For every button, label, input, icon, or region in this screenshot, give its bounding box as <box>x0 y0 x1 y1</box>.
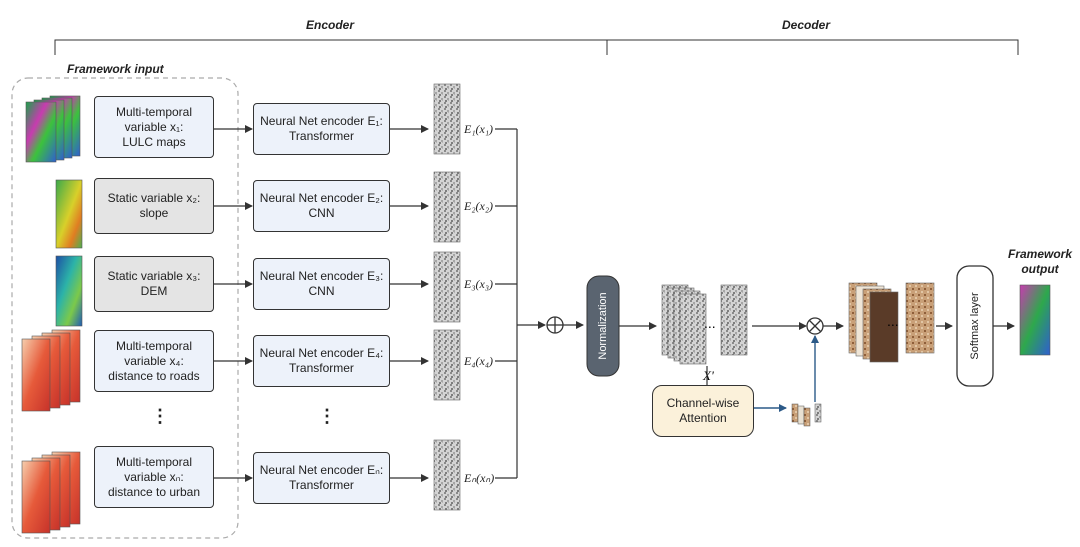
input-ellipsis: ⋮ <box>151 406 169 426</box>
encoder-bracket <box>54 39 608 55</box>
weighted-feature-stack <box>848 282 935 363</box>
framework-input-title: Framework input <box>67 62 164 76</box>
framework-output-title: Framework output <box>1007 247 1073 276</box>
encoder-box-3: Neural Net encoder E₃: CNN <box>253 258 390 310</box>
encoder-output-label-1: E₁(x₁) <box>464 122 493 136</box>
encoder-label-n: Neural Net encoder Eₙ: Transformer <box>259 463 384 492</box>
normalized-feature-stack <box>661 284 748 365</box>
encoder-label-2: Neural Net encoder E₂: CNN <box>259 191 384 220</box>
encoder-output-label-n: Eₙ(xₙ) <box>464 471 495 485</box>
channel-attention-block: Channel-wise Attention <box>652 385 754 437</box>
encoder-box-2: Neural Net encoder E₂: CNN <box>253 180 390 232</box>
slope-map <box>55 179 83 249</box>
input-label-roads: Multi-temporal variable x₄: distance to … <box>108 338 200 383</box>
encoder-output-label-4: E₄(x₄) <box>464 354 493 368</box>
framework-input-container <box>11 77 239 539</box>
softmax-label: Softmax layer <box>969 292 981 360</box>
attention-weights-stack <box>791 403 822 427</box>
decoder-title: Decoder <box>782 18 831 32</box>
sum-operator-icon <box>546 316 564 334</box>
dem-map <box>55 255 83 327</box>
input-box-urban: Multi-temporal variable xₙ: distance to … <box>94 446 214 508</box>
input-box-roads: Multi-temporal variable x₄: distance to … <box>94 330 214 392</box>
encoder-output-label-3: E₃(x₃) <box>464 277 493 291</box>
weighted-stack-ellipsis: ... <box>887 313 899 329</box>
input-box-dem: Static variable x₃: DEM <box>94 256 214 312</box>
roads-distance-map-stack <box>21 329 81 412</box>
encoder-title: Encoder <box>306 18 355 32</box>
encoder-box-4: Neural Net encoder E₄: Transformer <box>253 335 390 387</box>
encoder-label-1: Neural Net encoder E₁: Transformer <box>260 114 383 143</box>
multiply-operator-icon <box>806 317 824 335</box>
x-prime-label: X' <box>702 368 714 383</box>
encoder-label-3: Neural Net encoder E₃: CNN <box>259 269 384 298</box>
normalization-label: Normalization <box>597 292 609 359</box>
input-label-urban: Multi-temporal variable xₙ: distance to … <box>107 454 201 499</box>
input-box-slope: Static variable x₂: slope <box>94 178 214 234</box>
encoder-box-n: Neural Net encoder Eₙ: Transformer <box>253 452 390 504</box>
input-label-dem: Static variable x₃: DEM <box>107 269 201 298</box>
stack-ellipsis: ... <box>704 315 716 331</box>
input-to-encoder-arrows <box>214 125 253 482</box>
urban-distance-map-stack <box>21 451 81 534</box>
lulc-map-stack <box>25 95 81 163</box>
output-map <box>1019 284 1051 356</box>
encoded-feature-maps <box>433 83 461 511</box>
encoder-to-feature-arrows <box>390 125 429 482</box>
encoder-output-label-2: E₂(x₂) <box>464 199 493 213</box>
input-label-slope: Static variable x₂: slope <box>107 191 201 220</box>
encoder-label-4: Neural Net encoder E₄: Transformer <box>259 346 384 375</box>
decoder-bracket <box>607 39 1019 55</box>
encoder-box-1: Neural Net encoder E₁: Transformer <box>253 103 390 155</box>
sum-connector-lines <box>495 128 546 479</box>
channel-attention-label: Channel-wise Attention <box>666 396 740 425</box>
input-label-lulc: Multi-temporal variable x₁: LULC maps <box>115 104 193 149</box>
input-box-lulc: Multi-temporal variable x₁: LULC maps <box>94 96 214 158</box>
encoder-ellipsis: ⋮ <box>318 406 336 426</box>
